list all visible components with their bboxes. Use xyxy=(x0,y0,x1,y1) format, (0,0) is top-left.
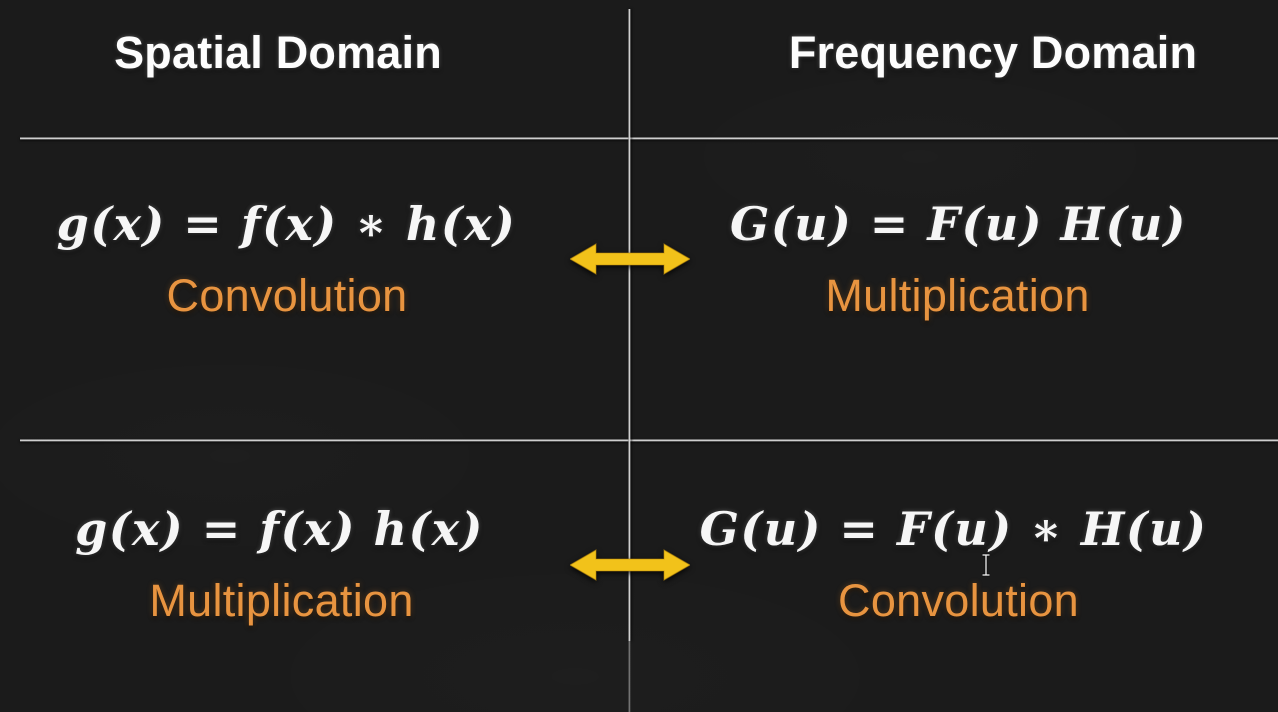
row2-frequency-operation-label: Convolution xyxy=(838,575,1079,627)
vertical-divider-between-columns xyxy=(628,9,631,641)
row1-frequency-equation: G(u) = F(u) H(u) xyxy=(730,197,1187,251)
vertical-divider-between-columns-lower xyxy=(628,641,631,712)
row2-frequency-equation: G(u) = F(u) ∗ H(u) xyxy=(699,502,1208,556)
column-header-spatial-domain: Spatial Domain xyxy=(114,27,442,78)
row1-frequency-cell: G(u) = F(u) H(u) Multiplication xyxy=(649,200,1278,322)
horizontal-divider-between-rows xyxy=(20,439,1278,442)
row2-spatial-operation-label: Multiplication xyxy=(149,575,414,627)
column-header-frequency-domain: Frequency Domain xyxy=(788,27,1198,78)
horizontal-divider-under-headers xyxy=(20,137,1278,140)
row1-frequency-operation-label: Multiplication xyxy=(825,270,1090,322)
row1-spatial-cell: g(x) = f(x) ∗ h(x) Convolution xyxy=(0,200,629,322)
row2-frequency-cell: G(u) = F(u) ∗ H(u) Convolution xyxy=(649,505,1278,627)
row1-spatial-operation-label: Convolution xyxy=(166,270,408,322)
row1-spatial-equation: g(x) = f(x) ∗ h(x) xyxy=(56,197,517,251)
row2-spatial-cell: g(x) = f(x) h(x) Multiplication xyxy=(0,505,629,627)
row2-spatial-equation: g(x) = f(x) h(x) xyxy=(75,502,484,556)
